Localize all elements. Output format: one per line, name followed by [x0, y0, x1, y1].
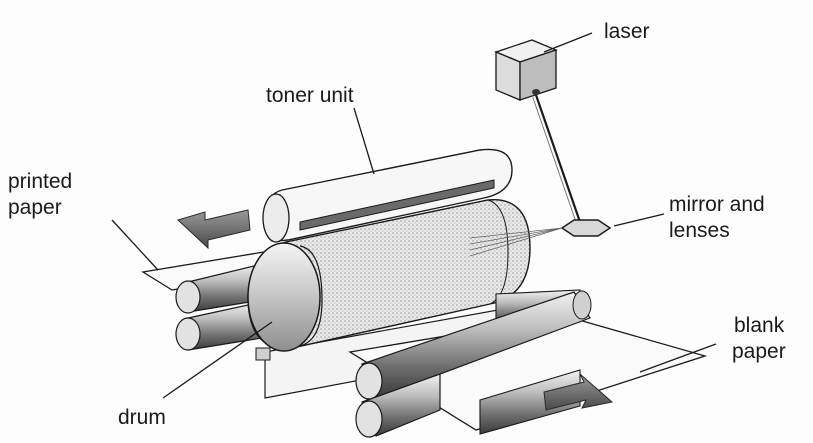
toner-unit — [262, 148, 513, 243]
label-printed-line1: printed — [8, 170, 72, 193]
label-mirror-line1: mirror and — [669, 193, 765, 216]
front-lower-roller — [355, 369, 581, 438]
blank-paper-leader — [639, 343, 717, 373]
drum-leader — [162, 321, 273, 399]
upper-left-roller — [175, 263, 263, 314]
drum-end-cap — [247, 242, 321, 352]
label-mirror-line2: lenses — [669, 219, 730, 242]
printed-paper-leader — [111, 219, 159, 271]
light-fan — [469, 227, 563, 257]
blank-paper-arrow — [543, 373, 614, 411]
label-drum: drum — [118, 406, 166, 429]
label-printed-line2: paper — [8, 196, 62, 219]
toner-leader — [353, 107, 375, 175]
laser-beam-inner — [531, 94, 577, 223]
lower-left-roller — [175, 301, 263, 351]
mirror-lens — [560, 219, 612, 237]
front-upper-roller — [355, 290, 592, 400]
label-toner-unit: toner unit — [266, 84, 354, 107]
laser-beam — [534, 94, 582, 223]
label-laser: laser — [604, 20, 650, 43]
toner-slot — [299, 179, 495, 231]
drum-body — [247, 199, 531, 352]
laser-unit — [494, 39, 558, 101]
printed-paper-arrow — [177, 209, 251, 250]
label-blank-line2: paper — [732, 340, 786, 363]
label-blank-line1: blank — [734, 314, 785, 337]
laser-leader — [543, 32, 593, 53]
mirror-leader — [613, 213, 665, 227]
